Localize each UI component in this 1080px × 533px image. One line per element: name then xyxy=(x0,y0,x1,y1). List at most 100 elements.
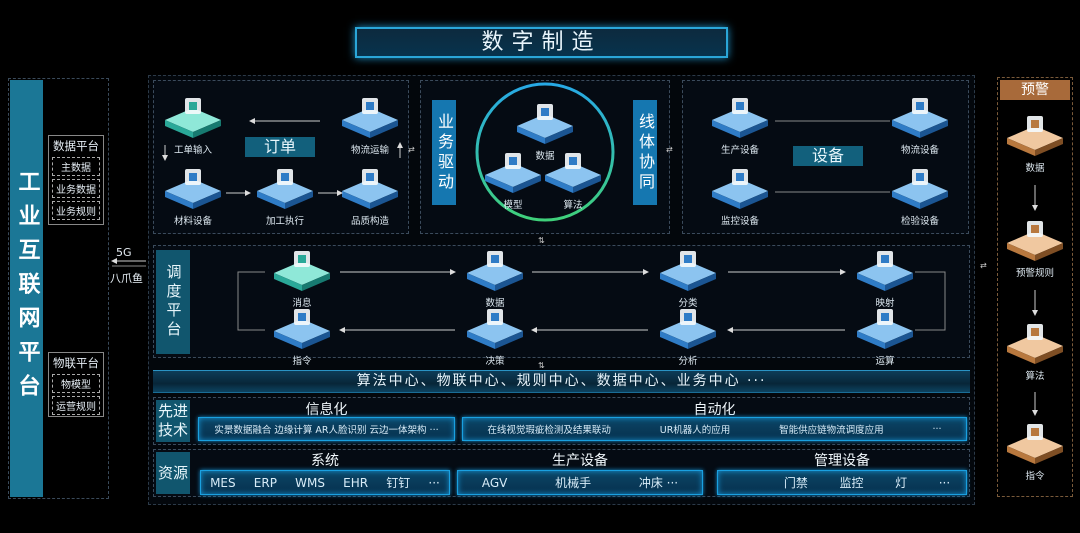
node-material: 材料设备 xyxy=(158,163,228,227)
node-logistics: 物流运输 xyxy=(335,92,405,156)
system-item: WMS xyxy=(295,475,325,490)
tile-icon xyxy=(165,98,221,138)
node-label: 算法 xyxy=(1025,371,1045,382)
auto-title: 自动化 xyxy=(693,402,736,418)
node-classify: 分类 xyxy=(653,245,723,309)
tile-icon xyxy=(660,309,716,349)
warning-node-rules: 预警规则 xyxy=(1000,215,1070,279)
tile-icon xyxy=(1007,116,1063,156)
tile-icon xyxy=(467,309,523,349)
node-message: 消息 xyxy=(267,245,337,309)
node-label: 映射 xyxy=(875,298,895,309)
cycle-ring xyxy=(475,82,615,222)
warning-title: 预警 xyxy=(1000,80,1070,100)
tile-icon xyxy=(467,251,523,291)
node-label: 指令 xyxy=(1025,471,1045,482)
iot-platform: 物联平台 物模型 运营规则 xyxy=(48,352,104,417)
tile-icon xyxy=(342,169,398,209)
order-label: 订单 xyxy=(245,137,315,157)
node-prod-equip: 生产设备 xyxy=(705,92,775,156)
tile-icon xyxy=(712,98,768,138)
link-5g: 5G xyxy=(116,246,132,259)
node-decision: 决策 xyxy=(460,303,530,367)
info-items: 实景数据融合 边缘计算 AR人脸识别 云边一体架构 ··· xyxy=(214,425,439,436)
tile-icon xyxy=(1007,221,1063,261)
node-monitor-equip: 监控设备 xyxy=(705,163,775,227)
prod-item: 冲床 ··· xyxy=(638,476,679,490)
node-label: 预警规则 xyxy=(1015,268,1054,279)
link-octopus: 八爪鱼 xyxy=(110,272,143,285)
node-label: 决策 xyxy=(485,356,505,367)
tile-icon xyxy=(712,169,768,209)
auto-item: ··· xyxy=(932,423,942,435)
node-label: 材料设备 xyxy=(173,216,212,227)
tile-icon xyxy=(660,251,716,291)
system-item: ··· xyxy=(428,475,440,490)
tech-label: 先进技术 xyxy=(156,400,190,442)
data-platform-title: 数据平台 xyxy=(53,139,99,153)
tile-icon xyxy=(485,153,541,193)
node-label: 分类 xyxy=(678,298,698,309)
equipment-label: 设备 xyxy=(793,146,863,166)
system-item: MES xyxy=(210,475,236,490)
list-item: 业务规则 xyxy=(52,201,100,220)
node-algorithm: 算法 xyxy=(538,147,608,211)
node-label: 算法 xyxy=(563,200,583,211)
warning-node-command: 指令 xyxy=(1000,418,1070,482)
list-item: 主数据 xyxy=(52,157,100,176)
node-model: 模型 xyxy=(478,147,548,211)
centers-bar: 算法中心、物联中心、规则中心、数据中心、业务中心 ··· xyxy=(153,370,970,393)
node-data: 数据 xyxy=(510,98,580,162)
mgmt-item: ··· xyxy=(938,475,951,490)
node-label: 物流设备 xyxy=(900,145,939,156)
node-label: 指令 xyxy=(292,356,312,367)
tile-icon xyxy=(1007,324,1063,364)
node-logistics-equip: 物流设备 xyxy=(885,92,955,156)
mgmt-item: 灯 xyxy=(895,476,908,490)
auto-item: UR机器人的应用 xyxy=(659,425,731,436)
node-analysis: 分析 xyxy=(653,303,723,367)
node-label: 数据 xyxy=(485,298,505,309)
auto-item: 智能供应链物流调度应用 xyxy=(779,425,884,436)
line-coop-tag: 线体协同 xyxy=(633,100,657,205)
node-label: 检验设备 xyxy=(900,216,939,227)
node-work-order: 工单输入 xyxy=(158,92,228,156)
svg-text:⇄: ⇄ xyxy=(980,261,987,270)
warning-panel xyxy=(997,77,1073,497)
tile-icon xyxy=(257,169,313,209)
list-item: 运营规则 xyxy=(52,396,100,415)
system-item: 钉钉 xyxy=(386,476,411,490)
auto-item: 在线视觉瑕疵检测及结果联动 xyxy=(487,425,611,436)
tile-icon xyxy=(857,309,913,349)
node-label: 运算 xyxy=(875,356,895,367)
tile-icon xyxy=(517,104,573,144)
data-platform: 数据平台 主数据 业务数据 业务规则 xyxy=(48,135,104,225)
info-title: 信息化 xyxy=(305,402,348,418)
node-label: 模型 xyxy=(503,200,523,211)
platform-label: 工业互联网平台 xyxy=(10,80,43,497)
tile-icon xyxy=(545,153,601,193)
node-mapping: 映射 xyxy=(850,245,920,309)
page-title: 数字制造 xyxy=(355,27,728,58)
list-item: 物模型 xyxy=(52,374,100,393)
tile-icon xyxy=(274,251,330,291)
prod-item: 机械手 xyxy=(555,476,592,490)
auto-slab: 在线视觉瑕疵检测及结果联动 UR机器人的应用 智能供应链物流调度应用 ··· xyxy=(462,417,967,441)
resource-label: 资源 xyxy=(156,452,190,494)
mgmt-slab: 门禁监控灯··· xyxy=(717,470,967,495)
tile-icon xyxy=(892,98,948,138)
warning-node-algo: 算法 xyxy=(1000,318,1070,382)
info-slab: 实景数据融合 边缘计算 AR人脸识别 云边一体架构 ··· xyxy=(198,417,455,441)
node-label: 分析 xyxy=(678,356,698,367)
tile-icon xyxy=(857,251,913,291)
warning-node-data: 数据 xyxy=(1000,110,1070,174)
list-item: 业务数据 xyxy=(52,179,100,198)
tile-icon xyxy=(165,169,221,209)
node-dispatch-data: 数据 xyxy=(460,245,530,309)
dispatch-label: 调度平台 xyxy=(156,250,190,354)
tile-icon xyxy=(892,169,948,209)
mgmt-item: 监控 xyxy=(839,476,864,490)
system-item: EHR xyxy=(343,475,369,490)
